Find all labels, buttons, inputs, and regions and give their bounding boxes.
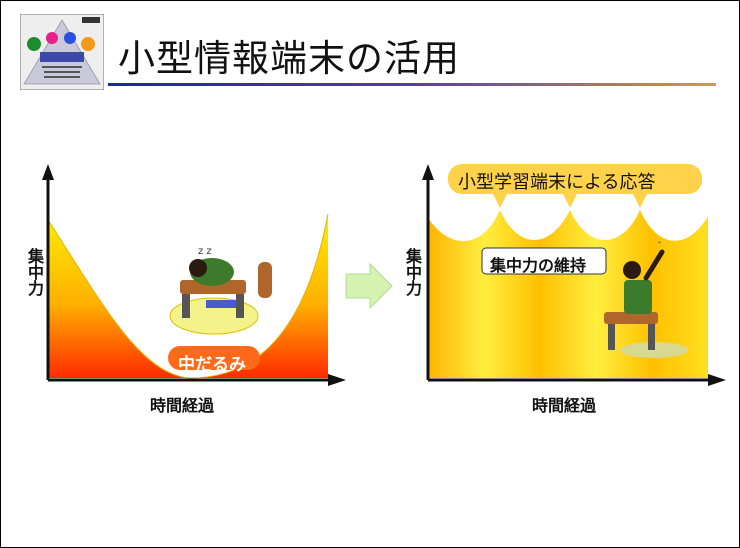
y-axis-arrow	[422, 164, 434, 180]
right-x-axis-label: 時間経過	[532, 396, 597, 415]
svg-text:ﾞ: ﾞ	[658, 241, 663, 253]
sleeping-student-icon: z z	[169, 246, 272, 335]
left-x-axis-label: 時間経過	[150, 396, 215, 415]
concentration-curve-fill	[48, 214, 328, 378]
left-y-axis-label: 集中力	[25, 248, 44, 296]
page-title: 小型情報端末の活用	[118, 37, 460, 80]
logo	[20, 14, 104, 90]
response-callout	[448, 164, 702, 194]
right-chart: ﾞ	[422, 164, 726, 386]
transition-arrow-icon	[345, 262, 393, 310]
left-chart: z z	[42, 164, 346, 386]
y-axis-arrow	[42, 164, 54, 180]
right-y-axis-label: 集中力	[403, 248, 422, 296]
maintain-badge	[481, 247, 607, 275]
raising-hand-student-icon: ﾞ	[604, 241, 688, 358]
left-annotation-label: 中だるみ	[178, 355, 246, 375]
svg-text:z z: z z	[198, 246, 212, 257]
title-underline	[108, 83, 716, 86]
slump-badge	[168, 346, 260, 370]
right-callout-label: 小型学習端末による応答	[458, 172, 656, 193]
concentration-curve	[47, 213, 329, 379]
x-axis-arrow	[708, 374, 726, 386]
right-annotation-label: 集中力の維持	[490, 256, 587, 275]
x-axis-arrow	[328, 374, 346, 386]
